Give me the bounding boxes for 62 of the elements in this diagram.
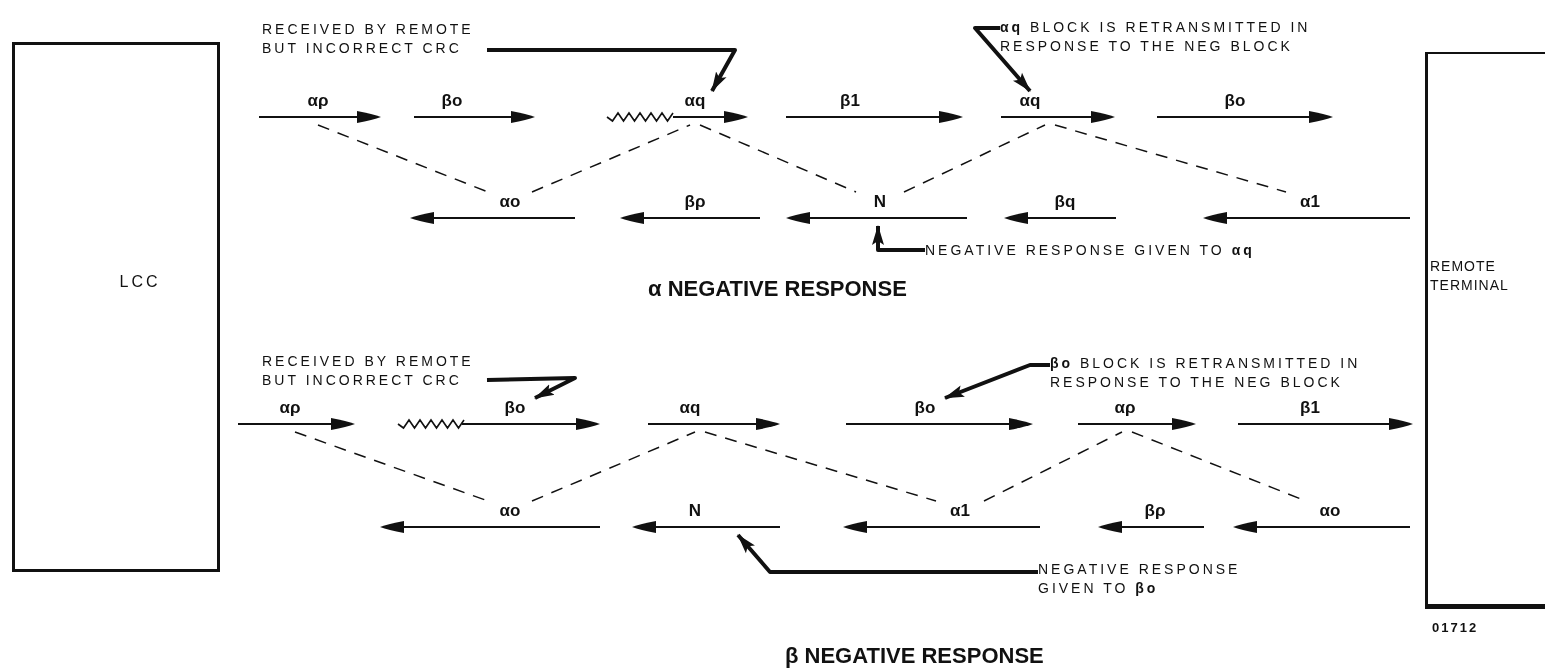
message-block — [620, 192, 760, 226]
block-label: αo — [498, 192, 522, 212]
block-label: αρ — [1113, 398, 1137, 418]
figure-number: 01712 — [1432, 620, 1479, 635]
block-label: αq — [1018, 91, 1042, 111]
leader-line — [973, 26, 1032, 93]
callout-note: RECEIVED BY REMOTE BUT INCORRECT CRC — [262, 352, 487, 390]
leader-line — [944, 363, 1050, 400]
block-label: β1 — [839, 91, 861, 111]
lcc-box — [12, 42, 220, 572]
message-block — [786, 192, 967, 226]
leader-line — [872, 225, 925, 252]
message-block — [786, 91, 963, 125]
message-block — [1238, 398, 1413, 432]
callout-note: NEGATIVE RESPONSE GIVEN TO βo — [1038, 560, 1273, 598]
block-label: βo — [503, 398, 527, 418]
message-block — [843, 501, 1040, 535]
message-block — [846, 398, 1033, 432]
section-heading: β NEGATIVE RESPONSE — [785, 643, 1044, 669]
callout-note: βo BLOCK IS RETRANSMITTED IN RESPONSE TO THE NEG BLOCK — [1050, 354, 1415, 392]
block-label: βρ — [683, 192, 707, 212]
box-label: LCC — [119, 273, 161, 291]
block-label: αρ — [306, 91, 330, 111]
block-label: βρ — [1143, 501, 1167, 521]
message-block — [1157, 91, 1333, 125]
dashed-line — [903, 124, 1046, 193]
block-label: βo — [913, 398, 937, 418]
block-label: α1 — [1299, 192, 1321, 212]
block-label: β1 — [1299, 398, 1321, 418]
block-label: βq — [1053, 192, 1077, 212]
block-label: βo — [1223, 91, 1247, 111]
block-label: N — [687, 501, 703, 521]
leader-line — [486, 376, 577, 400]
block-label: αq — [678, 398, 702, 418]
message-block — [414, 91, 535, 125]
dashed-line — [704, 431, 937, 502]
message-block — [1098, 501, 1204, 535]
box-label: REMOTE TERMINAL — [1430, 257, 1510, 295]
dashed-line — [531, 431, 696, 502]
callout-note: RECEIVED BY REMOTE BUT INCORRECT CRC — [262, 20, 487, 58]
dashed-line — [1054, 124, 1287, 193]
dashed-line — [699, 124, 857, 193]
dashed-line — [531, 124, 691, 193]
block-label: αρ — [278, 398, 302, 418]
message-block — [632, 501, 780, 535]
callout-note: αq BLOCK IS RETRANSMITTED IN RESPONSE TO THE NEG BLOCK — [1000, 18, 1415, 56]
terminal-box — [1425, 52, 1545, 609]
section-heading: α NEGATIVE RESPONSE — [648, 276, 907, 302]
message-block — [398, 398, 600, 432]
block-label: αq — [683, 91, 707, 111]
callout-note: NEGATIVE RESPONSE GIVEN TO αq — [925, 241, 1345, 260]
dashed-line — [317, 124, 489, 193]
message-block — [1004, 192, 1116, 226]
block-label: βo — [440, 91, 464, 111]
block-label: αo — [1318, 501, 1342, 521]
block-label: αo — [498, 501, 522, 521]
leader-line — [487, 48, 737, 92]
block-label: N — [872, 192, 888, 212]
leader-line — [736, 533, 1038, 574]
block-label: α1 — [949, 501, 971, 521]
dashed-line — [983, 431, 1123, 502]
message-block — [1203, 192, 1410, 226]
